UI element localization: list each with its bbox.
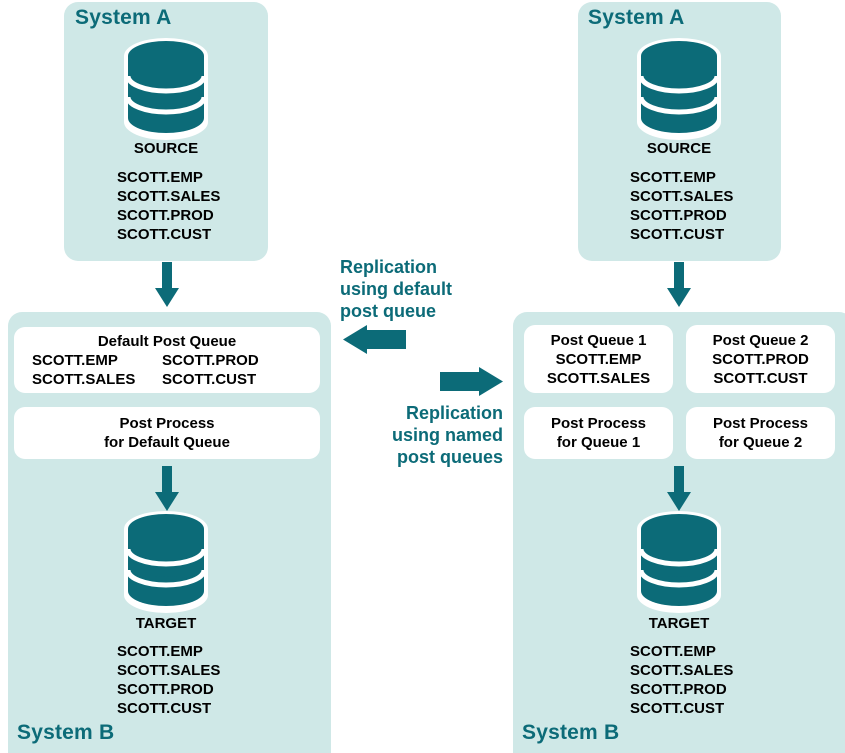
table-item: SCOTT.PROD <box>630 681 727 698</box>
table-item: SCOTT.CUST <box>630 700 725 717</box>
default-post-queue-flow-label: Replication using default post queue <box>340 256 452 322</box>
named-post-queues-flow-label: Replication using named post queues <box>350 402 503 468</box>
table-item: SCOTT.EMP <box>32 351 118 369</box>
left-target-database-icon <box>124 511 208 613</box>
left-default-post-queue-card: Default Post Queue SCOTT.EMP SCOTT.PROD … <box>14 327 320 393</box>
table-item: SCOTT.CUST <box>713 369 808 387</box>
table-item: SCOTT.SALES <box>630 188 734 205</box>
right-post-process-1-card: Post Process for Queue 1 <box>524 407 673 459</box>
right-source-table-list: SCOTT.EMP SCOTT.SALES SCOTT.PROD SCOTT.C… <box>630 168 733 244</box>
right-queue-2-title: Post Queue 2 <box>712 331 809 349</box>
left-system-b-label: System B <box>17 721 115 744</box>
right-post-process-2-card: Post Process for Queue 2 <box>686 407 835 459</box>
table-item: SCOTT.CUST <box>117 700 212 717</box>
table-item: SCOTT.EMP <box>555 350 642 368</box>
flow-label-line-1: Replication <box>405 403 503 423</box>
left-source-table-list: SCOTT.EMP SCOTT.SALES SCOTT.PROD SCOTT.C… <box>117 168 220 244</box>
table-item: SCOTT.PROD <box>117 681 214 698</box>
table-item: SCOTT.EMP <box>630 643 716 660</box>
right-post-queue-2-card: Post Queue 2 SCOTT.PROD SCOTT.CUST <box>686 325 835 393</box>
left-queue-card-row-2: SCOTT.SALES SCOTT.CUST <box>32 370 302 389</box>
right-post-process-2-line-2: for Queue 2 <box>718 434 803 451</box>
table-item: SCOTT.CUST <box>162 370 257 388</box>
flow-label-line-3: post queue <box>340 301 437 321</box>
left-queue-to-target-arrow-icon <box>155 466 179 511</box>
table-item: SCOTT.SALES <box>117 188 221 205</box>
right-source-caption: SOURCE <box>646 140 712 157</box>
left-source-caption: SOURCE <box>133 140 199 157</box>
right-queue-to-target-arrow-icon <box>667 466 691 511</box>
table-item: SCOTT.SALES <box>32 370 136 388</box>
right-source-database-icon <box>637 38 721 140</box>
left-post-process-line-2: for Default Queue <box>104 434 230 451</box>
left-target-caption: TARGET <box>135 615 197 632</box>
flow-label-line-1: Replication <box>340 257 438 277</box>
right-source-to-queue-arrow-icon <box>667 262 691 307</box>
flow-label-line-2: using named <box>391 425 503 445</box>
right-target-caption: TARGET <box>648 615 710 632</box>
left-system-a-label: System A <box>75 6 172 29</box>
left-source-to-queue-arrow-icon <box>155 262 179 307</box>
table-item: SCOTT.PROD <box>162 351 259 369</box>
right-system-a-label: System A <box>588 6 685 29</box>
table-item: SCOTT.SALES <box>117 662 221 679</box>
left-post-process-line-1: Post Process <box>119 415 215 432</box>
table-item: SCOTT.PROD <box>117 207 214 224</box>
left-target-table-list: SCOTT.EMP SCOTT.SALES SCOTT.PROD SCOTT.C… <box>117 642 220 718</box>
right-post-process-1-line-1: Post Process <box>550 415 647 432</box>
flow-label-line-3: post queues <box>396 447 503 467</box>
table-item: SCOTT.PROD <box>712 350 809 368</box>
left-queue-card-title: Default Post Queue <box>97 332 237 350</box>
table-item: SCOTT.SALES <box>546 369 651 387</box>
left-post-process-card: Post Process for Default Queue <box>14 407 320 459</box>
table-item: SCOTT.EMP <box>117 643 203 660</box>
table-item: SCOTT.SALES <box>630 662 734 679</box>
left-pointing-replication-arrow-icon <box>343 325 406 354</box>
right-pointing-replication-arrow-icon <box>440 367 503 396</box>
table-item: SCOTT.CUST <box>117 226 212 243</box>
table-item: SCOTT.PROD <box>630 207 727 224</box>
left-queue-card-row-1: SCOTT.EMP SCOTT.PROD <box>32 351 302 370</box>
right-post-queue-1-card: Post Queue 1 SCOTT.EMP SCOTT.SALES <box>524 325 673 393</box>
table-item: SCOTT.EMP <box>630 169 716 186</box>
flow-label-line-2: using default <box>340 279 452 299</box>
right-target-database-icon <box>637 511 721 613</box>
right-queue-1-title: Post Queue 1 <box>550 331 647 349</box>
right-post-process-2-line-1: Post Process <box>712 415 809 432</box>
table-item: SCOTT.CUST <box>630 226 725 243</box>
table-item: SCOTT.EMP <box>117 169 203 186</box>
right-system-b-label: System B <box>522 721 620 744</box>
right-post-process-1-line-2: for Queue 1 <box>556 434 641 451</box>
left-source-database-icon <box>124 38 208 140</box>
right-target-table-list: SCOTT.EMP SCOTT.SALES SCOTT.PROD SCOTT.C… <box>630 642 733 718</box>
